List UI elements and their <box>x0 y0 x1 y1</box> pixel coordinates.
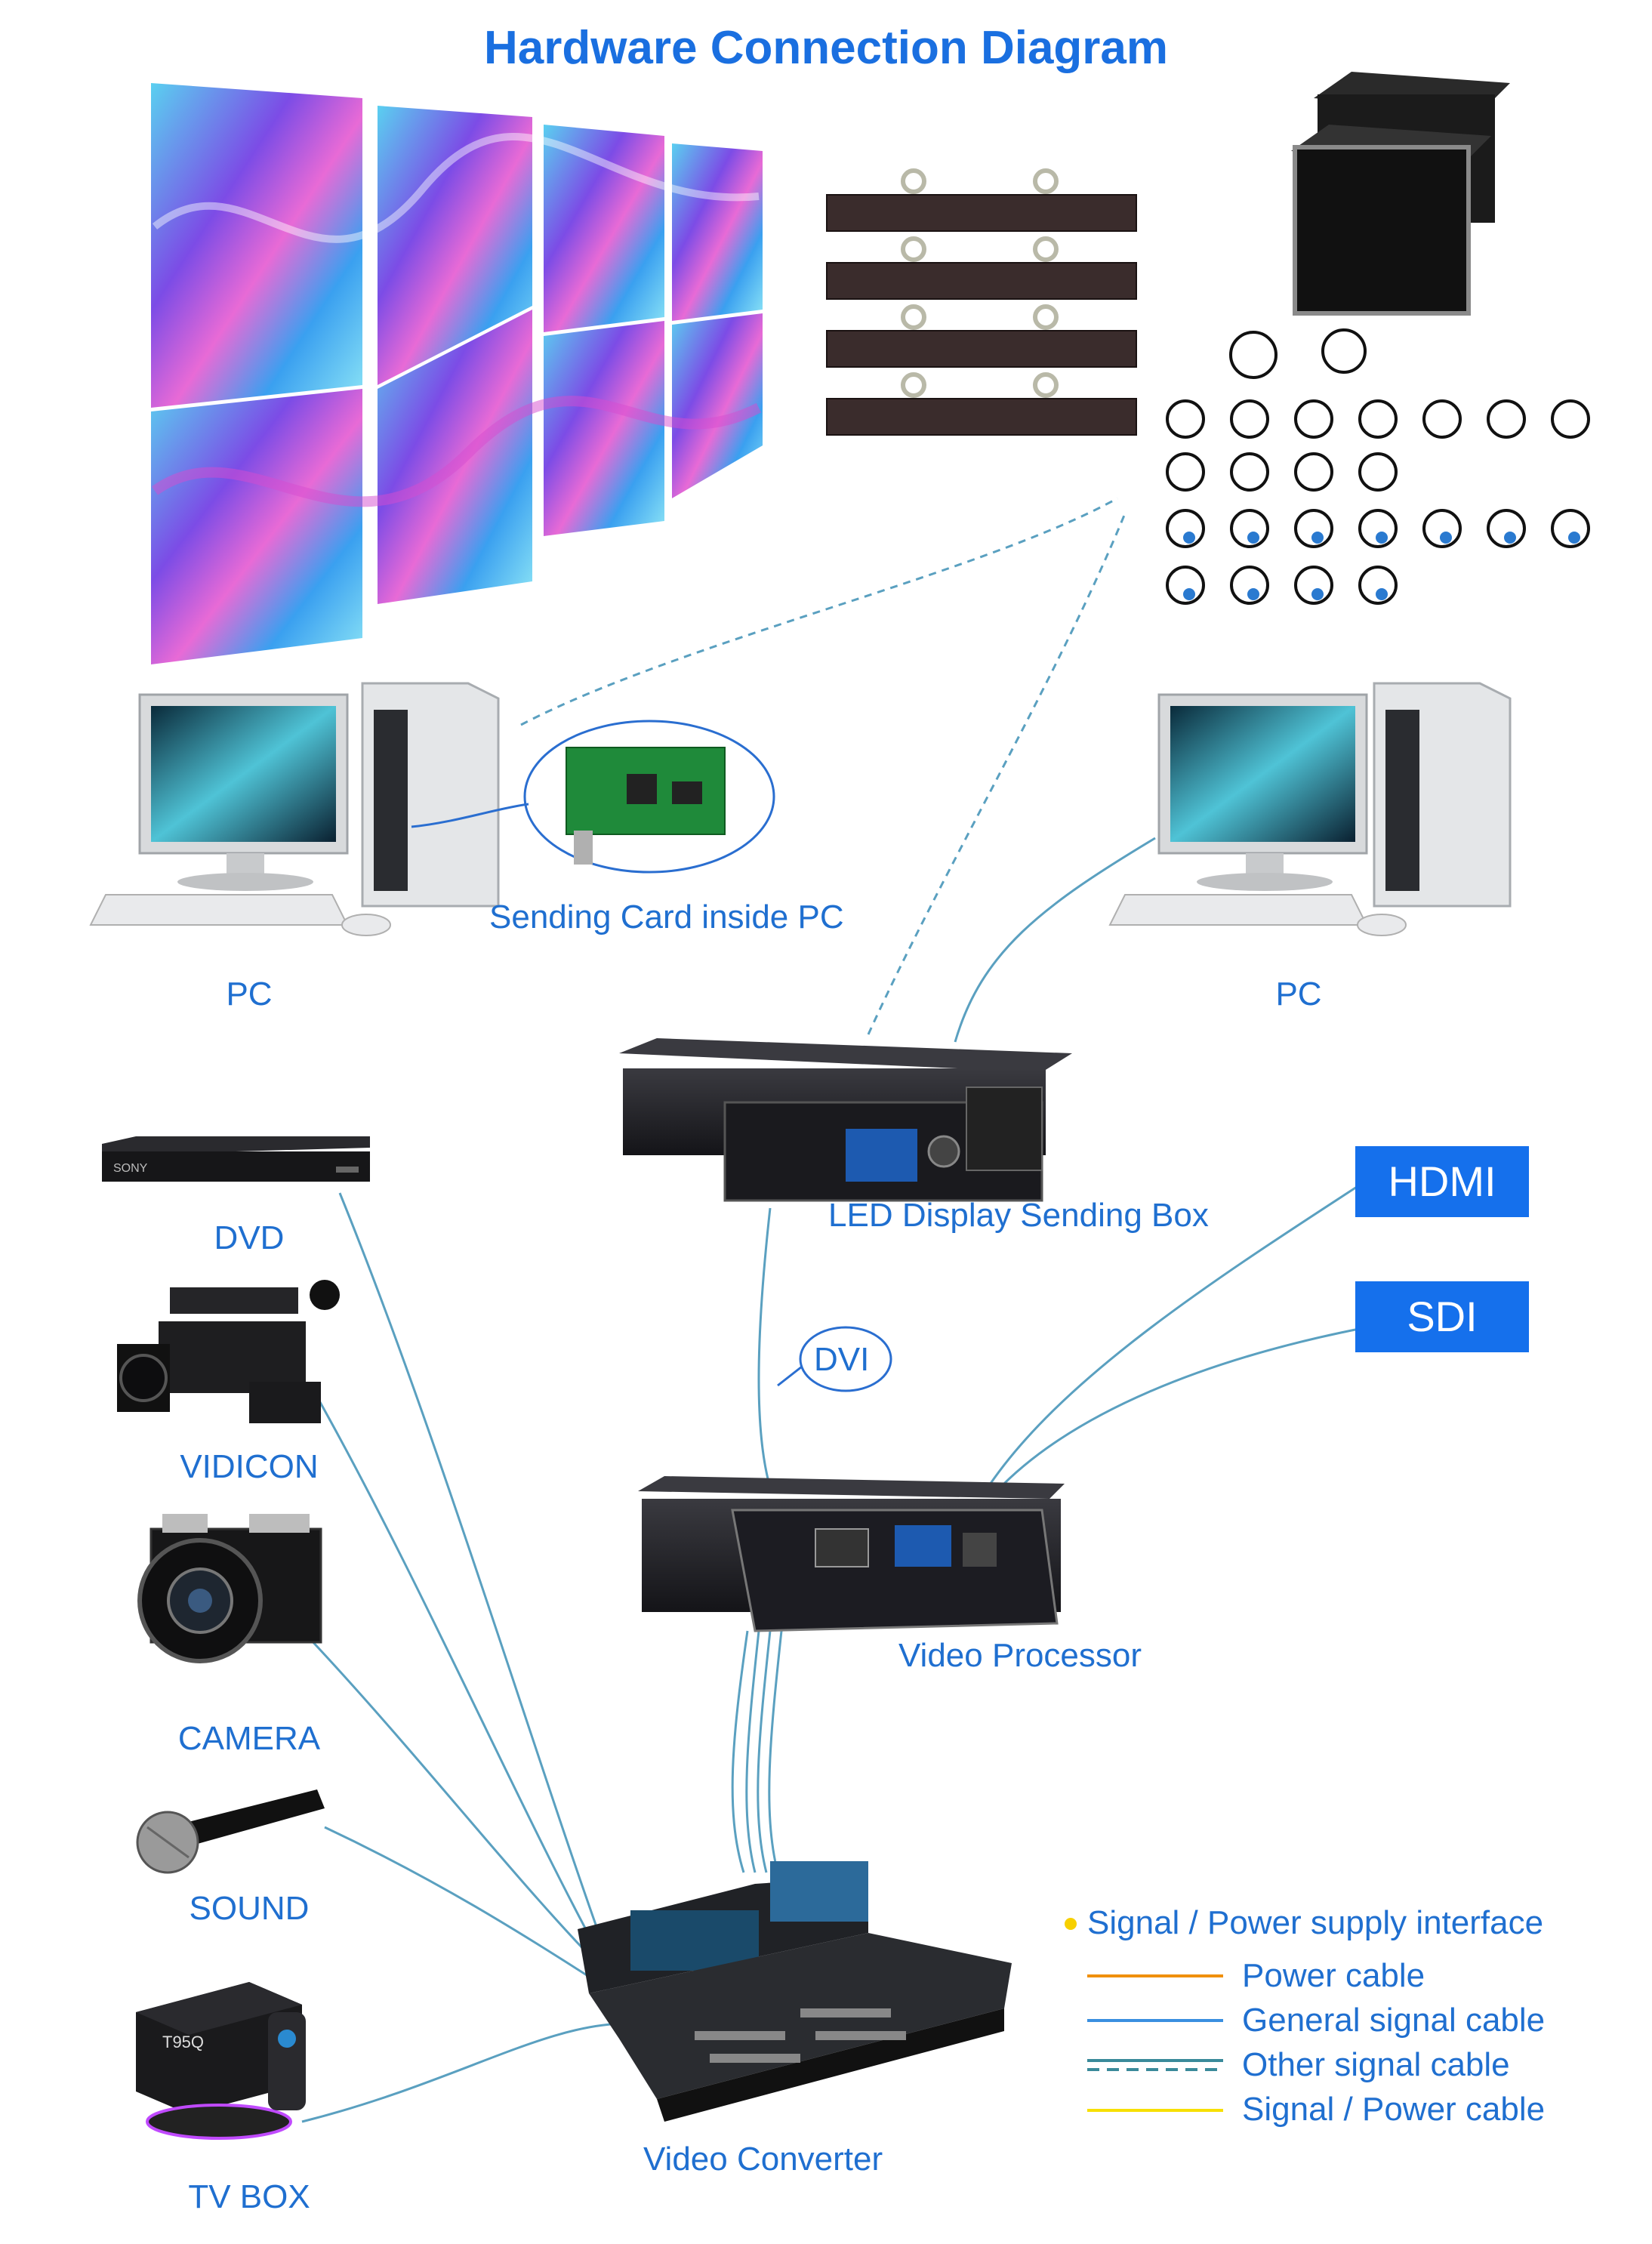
power-cable-coils <box>1166 509 1590 605</box>
sending-card-callout <box>411 720 775 874</box>
led-video-wall <box>151 83 763 664</box>
video-converter-illustration <box>578 1861 1012 2122</box>
legend-power-label: Power cable <box>1242 1957 1425 1994</box>
cables <box>301 497 1360 2123</box>
camera-label: CAMERA <box>177 1720 321 1757</box>
legend-interface-dot <box>1065 1918 1077 1930</box>
dvd-label: DVD <box>214 1219 285 1256</box>
video-processor-illustration <box>638 1476 1065 1632</box>
sending-card-label: Sending Card inside PC <box>489 899 844 936</box>
tv-box-label: TV BOX <box>188 2178 310 2215</box>
legend-graphics <box>1065 1918 1223 2112</box>
cable-sendingbox-to-processor-dvi <box>757 1207 772 1488</box>
cable-sendingbox-to-accessories <box>867 513 1127 1035</box>
cable-camera-to-converter <box>308 1637 613 1980</box>
tv-box-brand-text: T95Q <box>162 2033 204 2051</box>
cable-tvbox-to-converter <box>301 2022 627 2123</box>
hdmi-badge: HDMI <box>1355 1146 1529 1217</box>
legend-other-label: Other signal cable <box>1242 2046 1510 2083</box>
cable-processor-to-converter-3 <box>757 1630 772 1873</box>
video-converter-label: Video Converter <box>643 2141 883 2178</box>
cable-dvd-to-converter <box>338 1192 606 1949</box>
camera-illustration <box>137 1514 322 1663</box>
tv-box-illustration: T95Q <box>136 1982 306 2140</box>
microphone-illustration <box>136 1789 325 1874</box>
legend-signal-power-label: Signal / Power cable <box>1242 2091 1546 2128</box>
sdi-badge: SDI <box>1355 1281 1529 1352</box>
sending-box-label: LED Display Sending Box <box>828 1197 1209 1234</box>
dvd-brand-text: SONY <box>113 1162 148 1175</box>
cable-sound-to-converter <box>324 1826 616 1995</box>
signal-cable-coils <box>1166 399 1590 492</box>
diagram-title: Hardware Connection Diagram <box>483 22 1169 74</box>
pc-right-illustration <box>1108 682 1512 936</box>
legend-interface-label: Signal / Power supply interface <box>1087 1904 1544 1941</box>
video-processor-label: Video Processor <box>898 1637 1142 1674</box>
dvd-player-illustration: SONY <box>102 1136 370 1182</box>
rigging-bars <box>826 168 1137 436</box>
pc-left-illustration <box>89 682 500 936</box>
pc-left-label: PC <box>226 976 273 1013</box>
dvi-label: DVI <box>814 1341 870 1378</box>
cable-coils <box>1166 328 1590 605</box>
cable-processor-to-converter-1 <box>731 1630 749 1873</box>
cable-pc-right-to-sendingbox <box>954 837 1156 1043</box>
cable-processor-to-converter-4 <box>768 1630 783 1873</box>
vidicon-illustration <box>117 1280 340 1423</box>
vidicon-label: VIDICON <box>180 1448 319 1485</box>
sending-box-illustration <box>619 1038 1072 1202</box>
sound-label: SOUND <box>189 1890 310 1927</box>
cable-vidicon-to-converter <box>316 1396 606 1964</box>
pc-right-label: PC <box>1275 976 1322 1013</box>
cable-sendingcard-to-accessories <box>520 497 1118 726</box>
flight-cases <box>1291 72 1510 316</box>
legend-general-label: General signal cable <box>1242 2002 1546 2039</box>
cable-hdmi-to-processor <box>984 1184 1360 1492</box>
cable-processor-to-converter-2 <box>745 1630 760 1873</box>
dvi-callout <box>777 1326 892 1392</box>
cable-sdi-to-processor <box>995 1327 1360 1493</box>
